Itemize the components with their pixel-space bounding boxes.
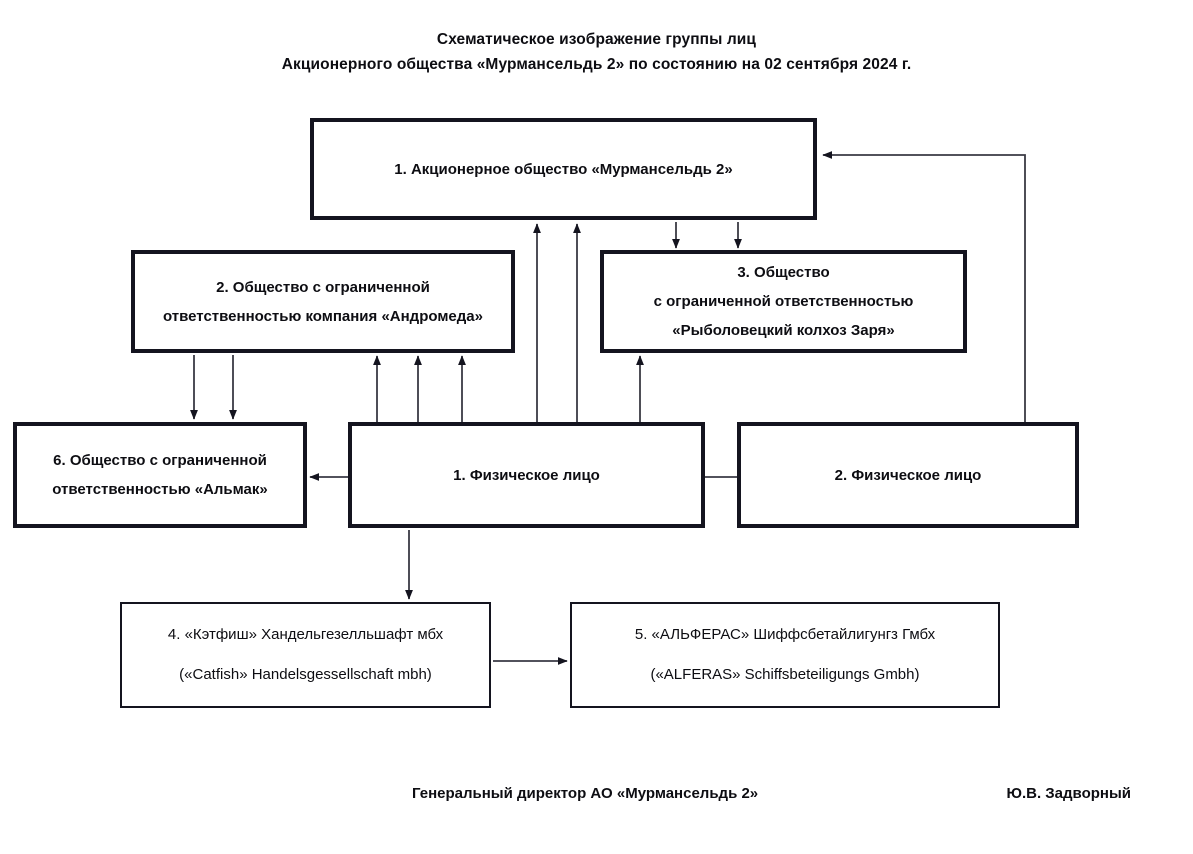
- node-label: 2. Общество с ограниченной ответственност…: [151, 273, 495, 331]
- page-title: Схематическое изображение группы лиц Акц…: [0, 27, 1193, 77]
- node-label: 1. Физическое лицо: [441, 461, 612, 490]
- signature-name: Ю.В. Задворный: [1006, 785, 1131, 802]
- node-label: 5. «АЛЬФЕРАС» Шиффсбетайлигунгз Гмбх («AL…: [623, 615, 947, 695]
- node-ooo-zarya[interactable]: 3. Общество с ограниченной ответственност…: [600, 250, 967, 353]
- node-label: 3. Общество с ограниченной ответственност…: [642, 258, 926, 345]
- node-label-line: 5. «АЛЬФЕРАС» Шиффсбетайлигунгз Гмбх: [634, 626, 936, 643]
- node-label-line: 1. Акционерное общество «Мурмансельдь 2»: [394, 160, 733, 178]
- node-label-line: 6. Общество с ограниченной: [53, 452, 267, 469]
- node-catfish[interactable]: 4. «Кэтфиш» Хандельгезелльшафт мбх («Catf…: [120, 602, 491, 708]
- node-ooo-almak[interactable]: 6. Общество с ограниченной ответственност…: [13, 422, 307, 528]
- signature-block: Генеральный директор АО «Мурмансельдь 2»…: [0, 785, 1193, 807]
- node-label-line: 2. Физическое лицо: [834, 466, 982, 484]
- node-label: 6. Общество с ограниченной ответственност…: [40, 446, 280, 504]
- node-label-line: «Рыболовецкий колхоз Заря»: [672, 322, 895, 339]
- title-line-2: Акционерного общества «Мурмансельдь 2» п…: [281, 56, 912, 73]
- node-label-line: с ограниченной ответственностью: [653, 293, 914, 310]
- node-label-line: ответственностью «Альмак»: [52, 481, 268, 498]
- node-label: 2. Физическое лицо: [823, 461, 994, 490]
- node-alferas[interactable]: 5. «АЛЬФЕРАС» Шиффсбетайлигунгз Гмбх («AL…: [570, 602, 1000, 708]
- node-label-line: («ALFERAS» Schiffsbeteiligungs Gmbh): [650, 666, 920, 683]
- node-label: 1. Акционерное общество «Мурмансельдь 2»: [382, 155, 744, 184]
- node-label: 4. «Кэтфиш» Хандельгезелльшафт мбх («Catf…: [156, 615, 455, 695]
- node-person-2[interactable]: 2. Физическое лицо: [737, 422, 1079, 528]
- node-label-line: 2. Общество с ограниченной: [216, 278, 430, 296]
- node-label-line: ответственностью компания «Андромеда»: [163, 307, 483, 325]
- node-person-1[interactable]: 1. Физическое лицо: [348, 422, 705, 528]
- node-label-line: 1. Физическое лицо: [453, 466, 600, 484]
- node-ooo-andromeda[interactable]: 2. Общество с ограниченной ответственност…: [131, 250, 515, 353]
- title-line-1: Схематическое изображение группы лиц: [436, 31, 757, 48]
- node-label-line: 3. Общество: [737, 264, 830, 281]
- node-label-line: («Catfish» Handelsgessellschaft mbh): [179, 666, 432, 683]
- node-label-line: 4. «Кэтфиш» Хандельгезелльшафт мбх: [167, 626, 444, 643]
- node-ao-murmanseld[interactable]: 1. Акционерное общество «Мурмансельдь 2»: [310, 118, 817, 220]
- signature-role: Генеральный директор АО «Мурмансельдь 2»: [412, 785, 759, 802]
